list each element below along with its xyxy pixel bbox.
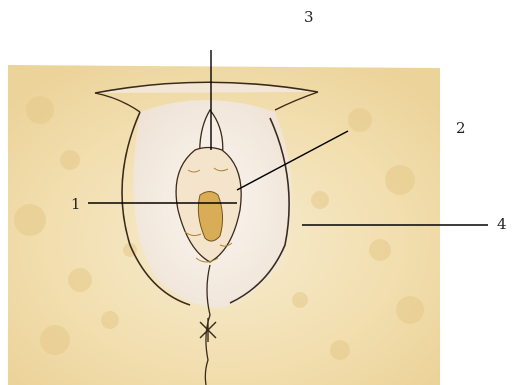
callout-4: 4 bbox=[497, 217, 507, 232]
callout-3: 3 bbox=[304, 10, 314, 25]
callout-2: 2 bbox=[456, 121, 466, 136]
callout-1: 1 bbox=[71, 197, 81, 212]
